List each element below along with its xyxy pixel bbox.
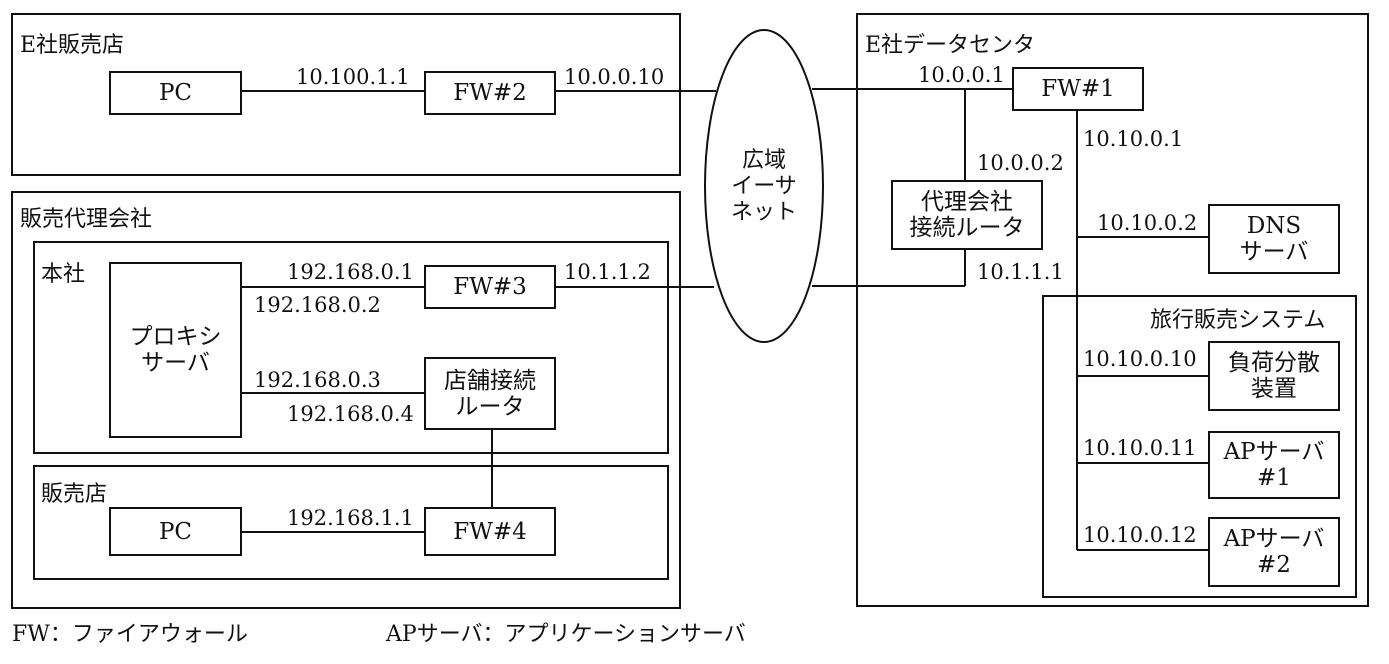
zone-datacenter-label: E社データセンタ: [865, 33, 1036, 58]
wan-ellipse: [704, 29, 824, 343]
zone-agency-label: 販売代理会社: [20, 207, 153, 232]
zone-frame-hq: [33, 241, 669, 454]
addr-fw3-wan: 10.1.1.2: [564, 260, 651, 284]
fw1-node: FW#1: [1012, 67, 1144, 111]
zone-frame-datacenter: [856, 13, 1369, 607]
fw4-node: FW#4: [424, 507, 556, 556]
legend-ap: APサーバ：アプリケーションサーバ: [386, 622, 746, 647]
addr-proxy-router-a: 192.168.0.3: [254, 368, 381, 392]
addr-pc-fw4: 192.168.1.1: [287, 506, 414, 530]
load-balancer-node: 負荷分散 装置: [1208, 341, 1340, 411]
addr-fw2-wan: 10.0.0.10: [564, 65, 665, 89]
agency-router-node: 代理会社 接続ルータ: [891, 180, 1043, 250]
ap-server-2-node: APサーバ #2: [1208, 517, 1340, 587]
store-pc: PC: [109, 507, 242, 556]
zone-frame-store: [33, 465, 669, 580]
addr-fw1-inside: 10.10.0.1: [1083, 127, 1184, 151]
fw3-node: FW#3: [424, 265, 556, 309]
addr-router-wan: 10.0.0.2: [977, 151, 1064, 175]
addr-router-agency: 10.1.1.1: [977, 260, 1064, 284]
e-store-pc: PC: [109, 71, 242, 115]
ap-server-1-node: APサーバ #1: [1208, 431, 1340, 499]
addr-fw1-wan: 10.0.0.1: [918, 63, 1005, 87]
zone-e-store-label: E社販売店: [20, 33, 125, 58]
zone-hq-label: 本社: [41, 262, 86, 287]
addr-ap1: 10.10.0.11: [1083, 436, 1197, 460]
store-router-node: 店舗接続 ルータ: [424, 357, 556, 430]
fw2-node: FW#2: [424, 71, 556, 115]
addr-dns: 10.10.0.2: [1097, 211, 1198, 235]
addr-proxy-fw3-b: 192.168.0.2: [254, 293, 381, 317]
addr-ap2: 10.10.0.12: [1083, 523, 1197, 547]
addr-lb: 10.10.0.10: [1083, 347, 1197, 371]
zone-travel-system-label: 旅行販売システム: [1150, 308, 1326, 333]
proxy-server-node: プロキシ サーバ: [109, 262, 242, 438]
zone-frame-travel-system: [1042, 295, 1357, 598]
addr-pc-fw2: 10.100.1.1: [296, 65, 410, 89]
zone-frame-e-store: [11, 13, 681, 176]
zone-frame-agency: [11, 191, 681, 609]
legend-fw: FW：ファイアウォール: [12, 622, 248, 647]
addr-proxy-router-b: 192.168.0.4: [287, 402, 414, 426]
wan-label: 広域 イーサ ネット: [730, 148, 797, 225]
addr-proxy-fw3-a: 192.168.0.1: [287, 260, 414, 284]
dns-server-node: DNS サーバ: [1208, 204, 1340, 274]
zone-store-label: 販売店: [41, 482, 108, 507]
